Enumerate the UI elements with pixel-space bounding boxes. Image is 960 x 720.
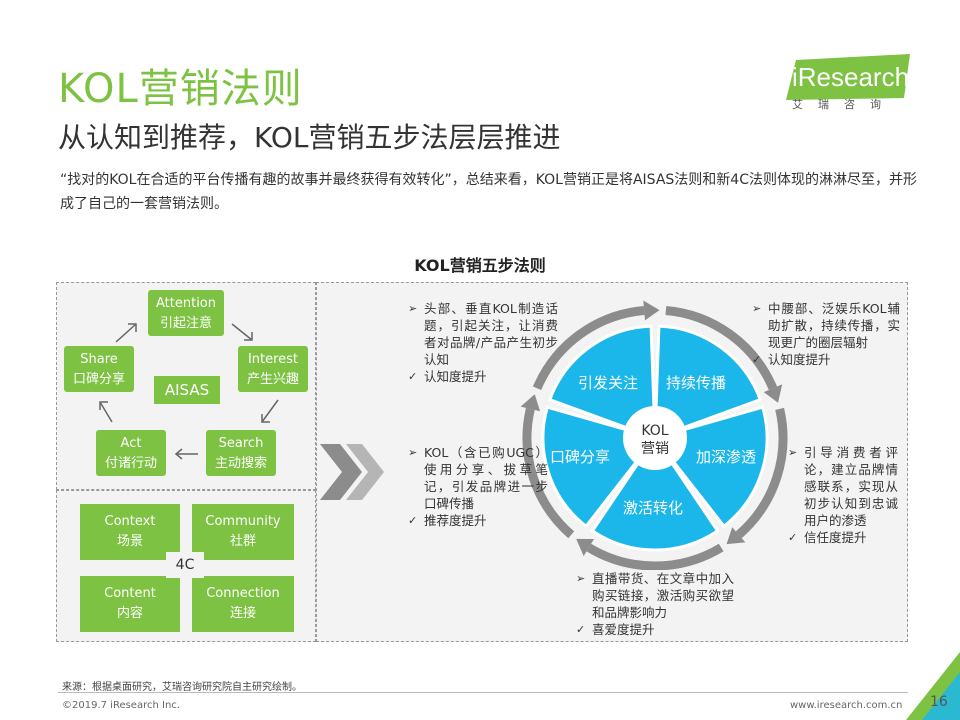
fourc-en: Connection [206, 586, 280, 601]
wheel-segment-spread: 持续传播 [665, 374, 726, 392]
iresearch-logo: iResearch [786, 54, 910, 110]
note-result: 认知度提升 [768, 352, 831, 367]
fourc-cn: 内容 [116, 606, 143, 621]
wheel-center-label: KOL 营销 [630, 422, 680, 458]
note-result: 认知度提升 [424, 369, 487, 384]
aisas-step-search: Search 主动搜索 [206, 430, 276, 476]
diagram-title: KOL营销五步法则 [414, 256, 546, 275]
logo-cn-text: 艾瑞咨询 [792, 98, 896, 111]
note-point: 引导消费者评论，建立品牌情感联系，实现从初步认知到忠诚用户的渗透 [804, 445, 898, 528]
fourc-cn: 连接 [229, 606, 256, 621]
aisas-step-en: Share [80, 352, 118, 367]
aisas-step-en: Interest [247, 352, 299, 367]
arrow-bullet-icon: ➢ [576, 572, 586, 585]
wheel-arrowhead-icon [643, 300, 660, 321]
fourc-en: Content [104, 586, 156, 601]
fourc-cn: 社群 [229, 534, 256, 549]
wheel-outer-arc [586, 543, 724, 570]
note-point: KOL（含已购UGC）使用分享、拔草笔记，引发品牌进一步口碑传播 [424, 445, 548, 511]
fourc-community: Community 社群 [192, 504, 294, 560]
kol-five-step-wheel [520, 300, 788, 570]
wheel-outer-arrows [520, 300, 788, 570]
check-icon: ✓ [576, 623, 586, 636]
note-bottom: ➢ 直播带货、在文章中加入购买链接，激活购买欲望和品牌影响力 ✓ 喜爱度提升 [576, 570, 734, 638]
aisas-center-label: AISAS [154, 376, 220, 404]
wheel-center-line1: KOL [641, 423, 669, 439]
logo-badge-icon [786, 54, 910, 100]
aisas-step-attention: Attention 引起注意 [148, 290, 224, 336]
arrow-bullet-icon: ➢ [788, 446, 798, 459]
check-icon: ✓ [408, 370, 418, 383]
wheel-segment-penetrate: 加深渗透 [695, 448, 756, 466]
page-subtitle: 从认知到推荐，KOL营销五步法层层推进 [58, 121, 561, 154]
aisas-cycle-arrows-icon [99, 323, 279, 460]
wheel-outer-arc [735, 407, 788, 539]
page-number: 16 [930, 694, 948, 710]
aisas-step-share: Share 口碑分享 [64, 346, 134, 392]
source-note: 来源：根据桌面研究，艾瑞咨询研究院自主研究绘制。 [62, 682, 302, 693]
fourc-content: Content 内容 [80, 576, 180, 632]
aisas-step-en: Act [120, 436, 142, 451]
wheel-outer-arc [665, 305, 778, 391]
fourc-center-label: 4C [166, 552, 204, 578]
fourc-en: Context [104, 514, 156, 529]
check-icon: ✓ [408, 514, 418, 527]
arrow-bullet-icon: ➢ [408, 302, 418, 315]
footer-divider [58, 692, 908, 693]
corner-decoration-icon [906, 652, 960, 720]
wheel-segment-attention: 引发关注 [577, 374, 638, 392]
note-point: 中腰部、泛娱乐KOL辅助扩散，持续传播，实现更广的圈层辐射 [768, 301, 900, 350]
wheel-outer-arc [522, 407, 575, 539]
note-result: 信任度提升 [804, 530, 867, 545]
wheel-segment-share: 口碑分享 [549, 448, 610, 466]
wheel-arrowhead-icon [726, 527, 746, 545]
aisas-step-en: Search [218, 436, 264, 451]
wheel-center-line2: 营销 [641, 441, 669, 457]
fourc-en: Community [205, 514, 281, 529]
note-top-left: ➢ 头部、垂直KOL制造话题，引起关注，让消费者对品牌/产品产生初步认知 ✓ 认知度… [408, 300, 558, 385]
note-mid-right: ➢ 引导消费者评论，建立品牌情感联系，实现从初步认知到忠诚用户的渗透 ✓ 信任度提升 [788, 444, 898, 546]
fourc-context: Context 场景 [80, 504, 180, 560]
note-point: 头部、垂直KOL制造话题，引起关注，让消费者对品牌/产品产生初步认知 [424, 301, 558, 367]
aisas-step-act: Act 付诸行动 [96, 430, 166, 476]
aisas-step-cn: 口碑分享 [72, 372, 125, 387]
check-icon: ✓ [788, 531, 798, 544]
wheel-arrowhead-icon [576, 538, 594, 557]
note-mid-left: ➢ KOL（含已购UGC）使用分享、拔草笔记，引发品牌进一步口碑传播 ✓ 推荐度提升 [408, 444, 548, 529]
aisas-step-en: Attention [156, 296, 216, 311]
aisas-step-cn: 付诸行动 [104, 456, 157, 471]
note-result: 喜爱度提升 [592, 622, 655, 637]
intro-paragraph: “找对的KOL在合适的平台传播有趣的故事并最终获得有效转化”，总结来看，KOL营… [60, 172, 917, 212]
wheel-arrowhead-icon [763, 384, 783, 403]
website-link[interactable]: www.iresearch.com.cn [790, 700, 903, 711]
logo-text: iResearch [792, 62, 910, 92]
aisas-step-cn: 主动搜索 [214, 456, 267, 471]
note-point: 直播带货、在文章中加入购买链接，激活购买欲望和品牌影响力 [592, 571, 734, 620]
note-top-right: ➢ 中腰部、泛娱乐KOL辅助扩散，持续传播，实现更广的圈层辐射 ✓ 认知度提升 [752, 300, 900, 368]
page-title: KOL营销法则 [58, 66, 303, 112]
check-icon: ✓ [752, 353, 762, 366]
aisas-step-cn: 引起注意 [159, 316, 212, 331]
copyright: ©2019.7 iResearch Inc. [62, 700, 180, 711]
note-result: 推荐度提升 [424, 513, 487, 528]
arrow-bullet-icon: ➢ [408, 446, 418, 459]
wheel-outer-arc [532, 305, 645, 391]
arrow-bullet-icon: ➢ [752, 302, 762, 315]
chevron-right-icon [320, 444, 384, 500]
wheel-arrowhead-icon [520, 394, 541, 412]
fourc-connection: Connection 连接 [192, 576, 294, 632]
fourc-cn: 场景 [116, 534, 143, 549]
aisas-step-cn: 产生兴趣 [246, 372, 299, 387]
wheel-segment-convert: 激活转化 [622, 499, 683, 517]
wheel-center-circle [623, 406, 687, 470]
aisas-step-interest: Interest 产生兴趣 [238, 346, 308, 392]
